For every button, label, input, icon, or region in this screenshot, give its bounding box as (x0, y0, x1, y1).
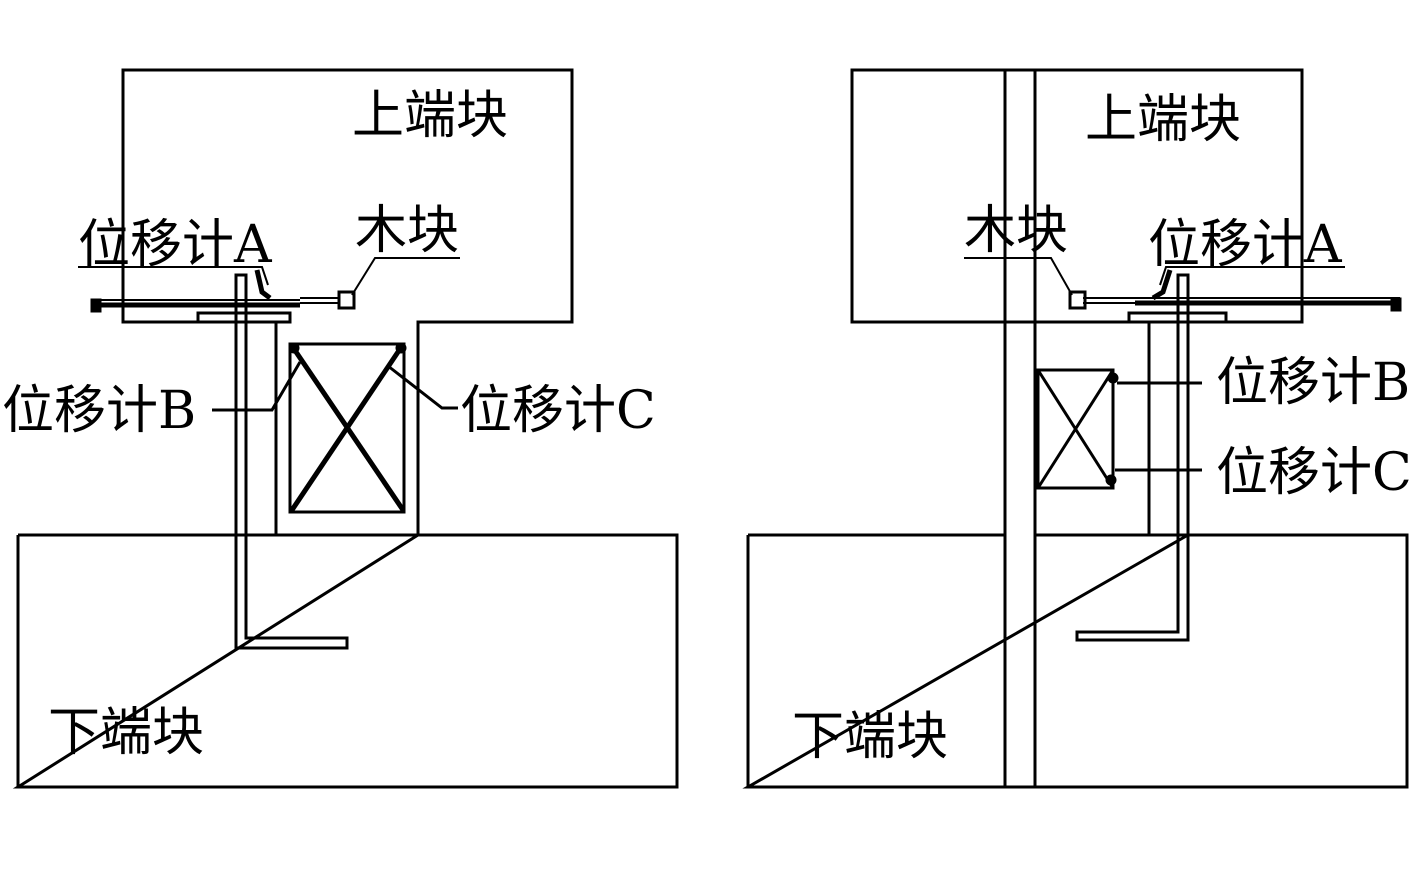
left-lower-block-label: 下端块 (48, 703, 204, 763)
right-lower-block-label: 下端块 (792, 707, 948, 767)
right-gauge-c-label: 位移计C (1216, 443, 1412, 503)
right-wood-block (1068, 290, 1087, 310)
right-panel: 上端块 下端块 木块 位移计A 位移计B 位移计C (742, 68, 1412, 789)
left-gauge-plate (196, 311, 292, 324)
left-lower-block (12, 533, 679, 789)
right-lower-block (742, 533, 1409, 789)
left-gauge-bracket (234, 273, 349, 650)
right-gauge-b-label: 位移计B (1216, 353, 1410, 413)
left-wood-block (337, 290, 356, 310)
right-upper-block-label: 上端块 (1085, 90, 1241, 150)
left-wood-block-label: 木块 (355, 201, 459, 261)
left-gauge-b-label: 位移计B (2, 381, 196, 441)
right-wood-block-label: 木块 (964, 201, 1068, 261)
left-panel: 上端块 下端块 木块 位移计A 位移计B 位移计C (2, 68, 679, 789)
left-upper-block-label: 上端块 (352, 86, 508, 146)
right-central-plate (1003, 68, 1037, 789)
right-gauge-a-label: 位移计A (1148, 215, 1343, 275)
left-specimen (288, 342, 406, 514)
right-gauge-bracket (1075, 273, 1190, 642)
right-gauge-plate (1127, 311, 1228, 324)
left-gauge-a-label: 位移计A (78, 215, 273, 275)
left-gauge-c-label: 位移计C (460, 381, 656, 441)
